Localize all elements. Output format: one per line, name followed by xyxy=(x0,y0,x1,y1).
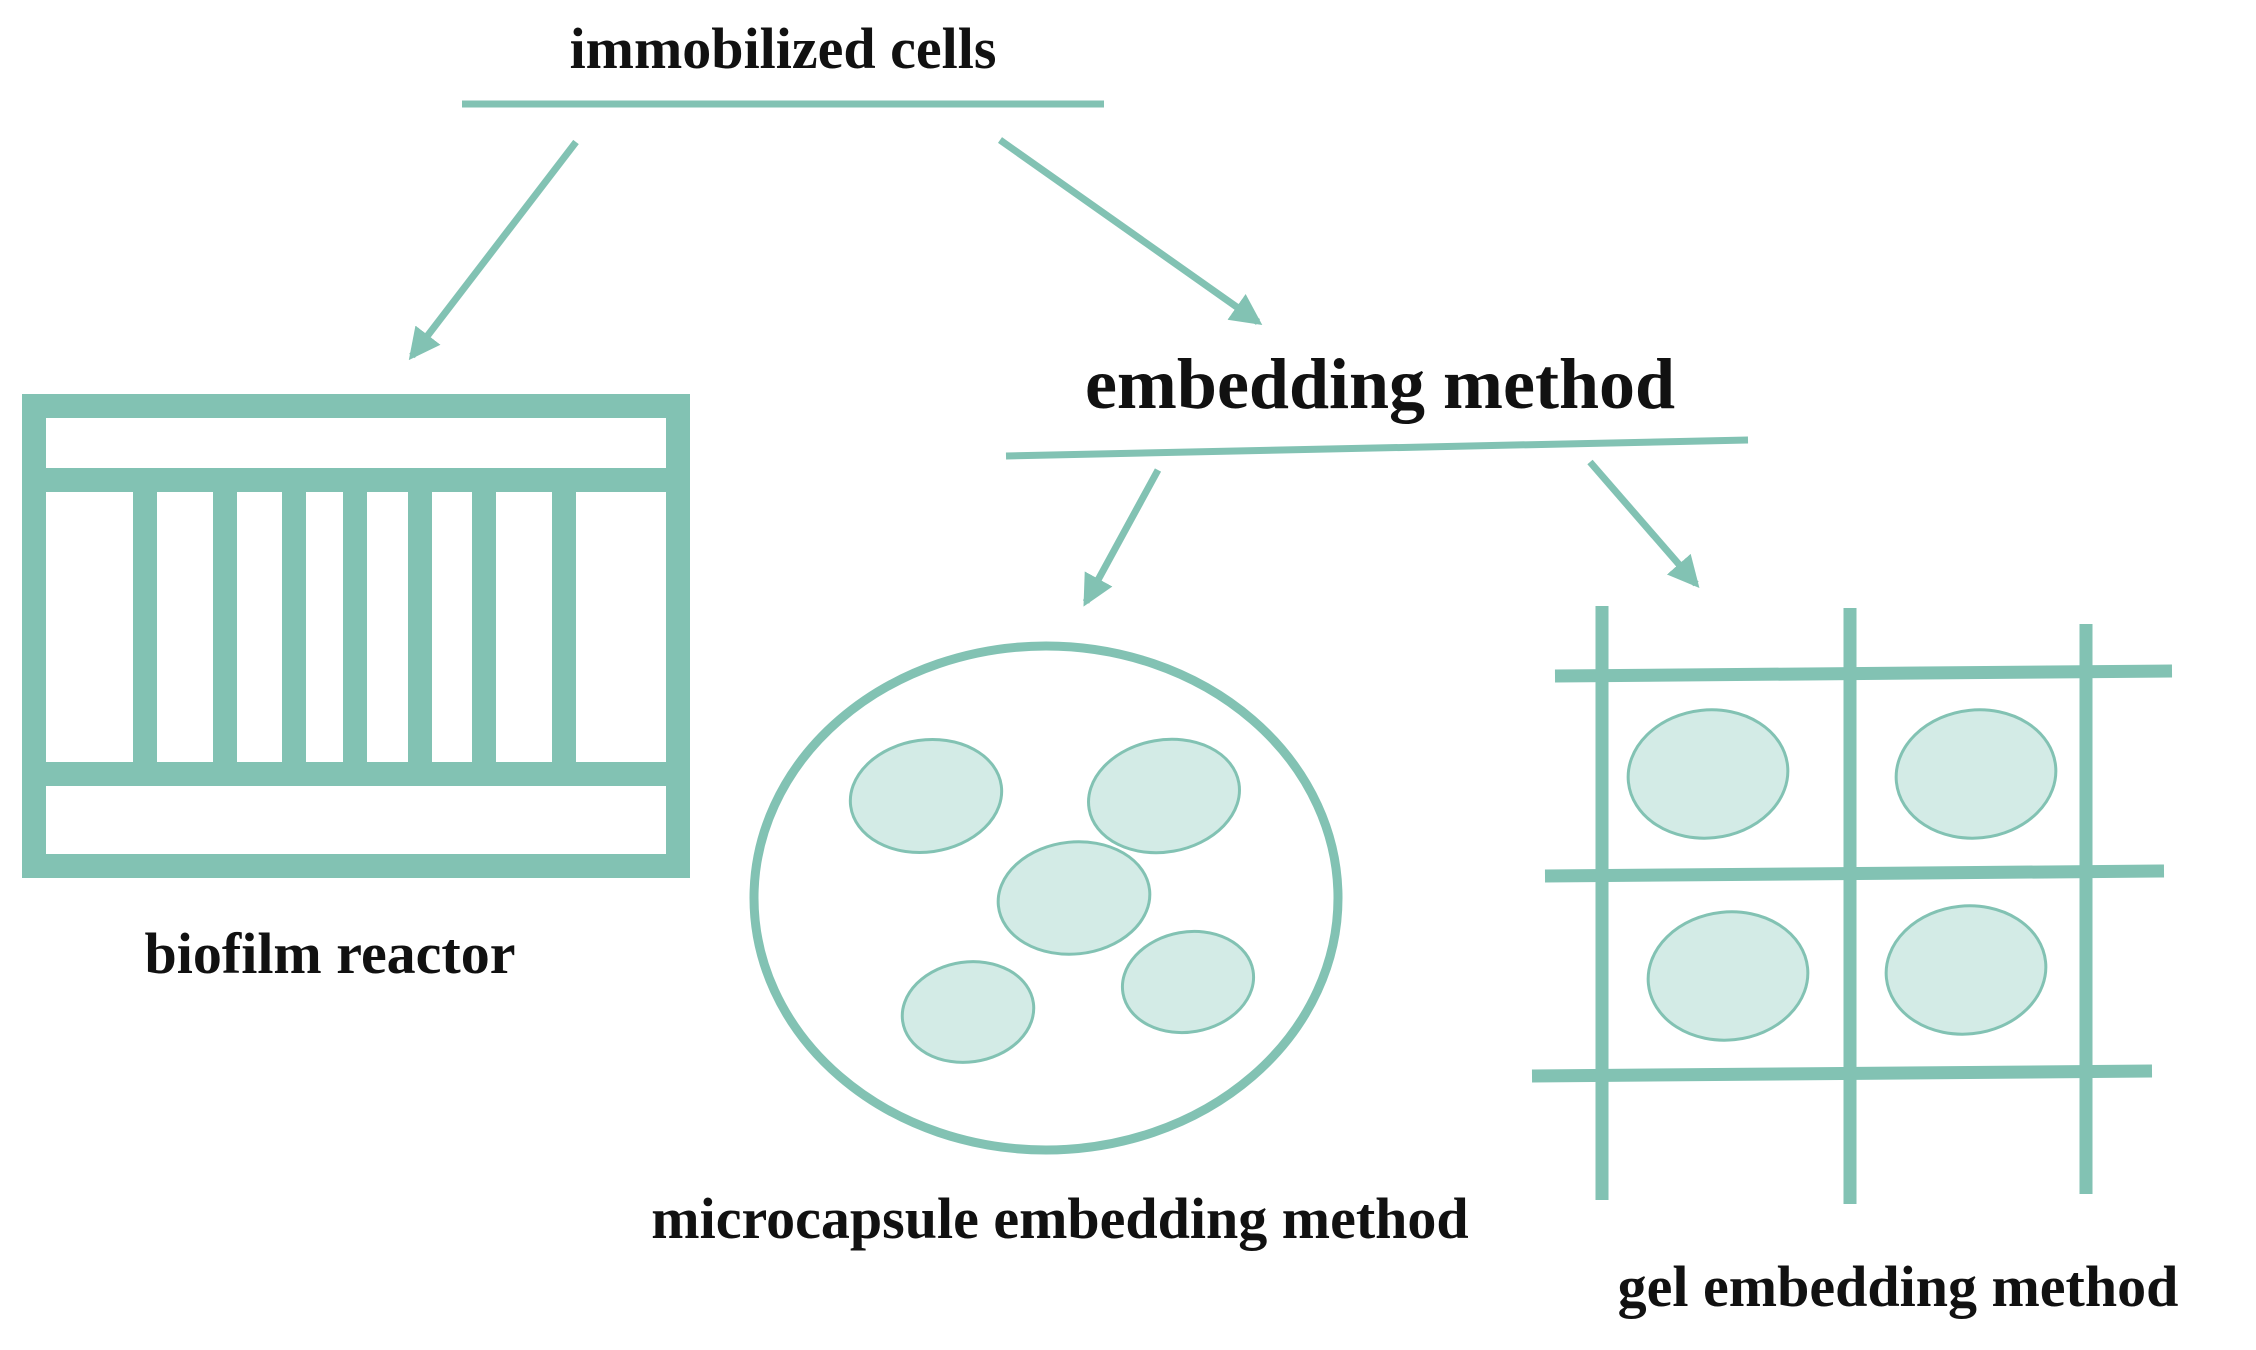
arrow-embedding-to-gel xyxy=(1587,459,1700,588)
gel-grid-line xyxy=(1531,1064,2153,1083)
root-node: immobilized cells xyxy=(462,16,1104,108)
gel-label: gel embedding method xyxy=(1618,1254,2179,1319)
biofilm-reactor-icon xyxy=(22,394,690,878)
microcapsule-label: microcapsule embedding method xyxy=(651,1186,1468,1251)
cell xyxy=(1884,904,2048,1036)
arrow-root-to-biofilm xyxy=(408,139,579,361)
embedding-label: embedding method xyxy=(1085,344,1675,424)
biofilm-reactor-frame xyxy=(22,394,690,878)
cell xyxy=(1120,929,1256,1035)
microcapsule-icon xyxy=(749,641,1343,1155)
cell xyxy=(1087,737,1241,855)
gel-grid-line xyxy=(1554,664,2173,683)
biofilm-label: biofilm reactor xyxy=(145,921,516,986)
microcapsule-shell xyxy=(749,641,1343,1155)
embedding-underline xyxy=(1005,436,1749,460)
arrow-root-to-embedding xyxy=(997,137,1263,326)
arrow-embedding-to-microcapsule xyxy=(1082,468,1162,607)
root-label: immobilized cells xyxy=(570,16,997,81)
gel-grid-icon xyxy=(1531,606,2173,1204)
cell xyxy=(900,960,1036,1064)
embedding-node: embedding method xyxy=(1005,344,1749,460)
cell xyxy=(1894,708,2058,840)
cell xyxy=(848,738,1004,854)
cell xyxy=(996,840,1152,956)
cell xyxy=(1626,708,1790,840)
cell xyxy=(1646,910,1810,1042)
